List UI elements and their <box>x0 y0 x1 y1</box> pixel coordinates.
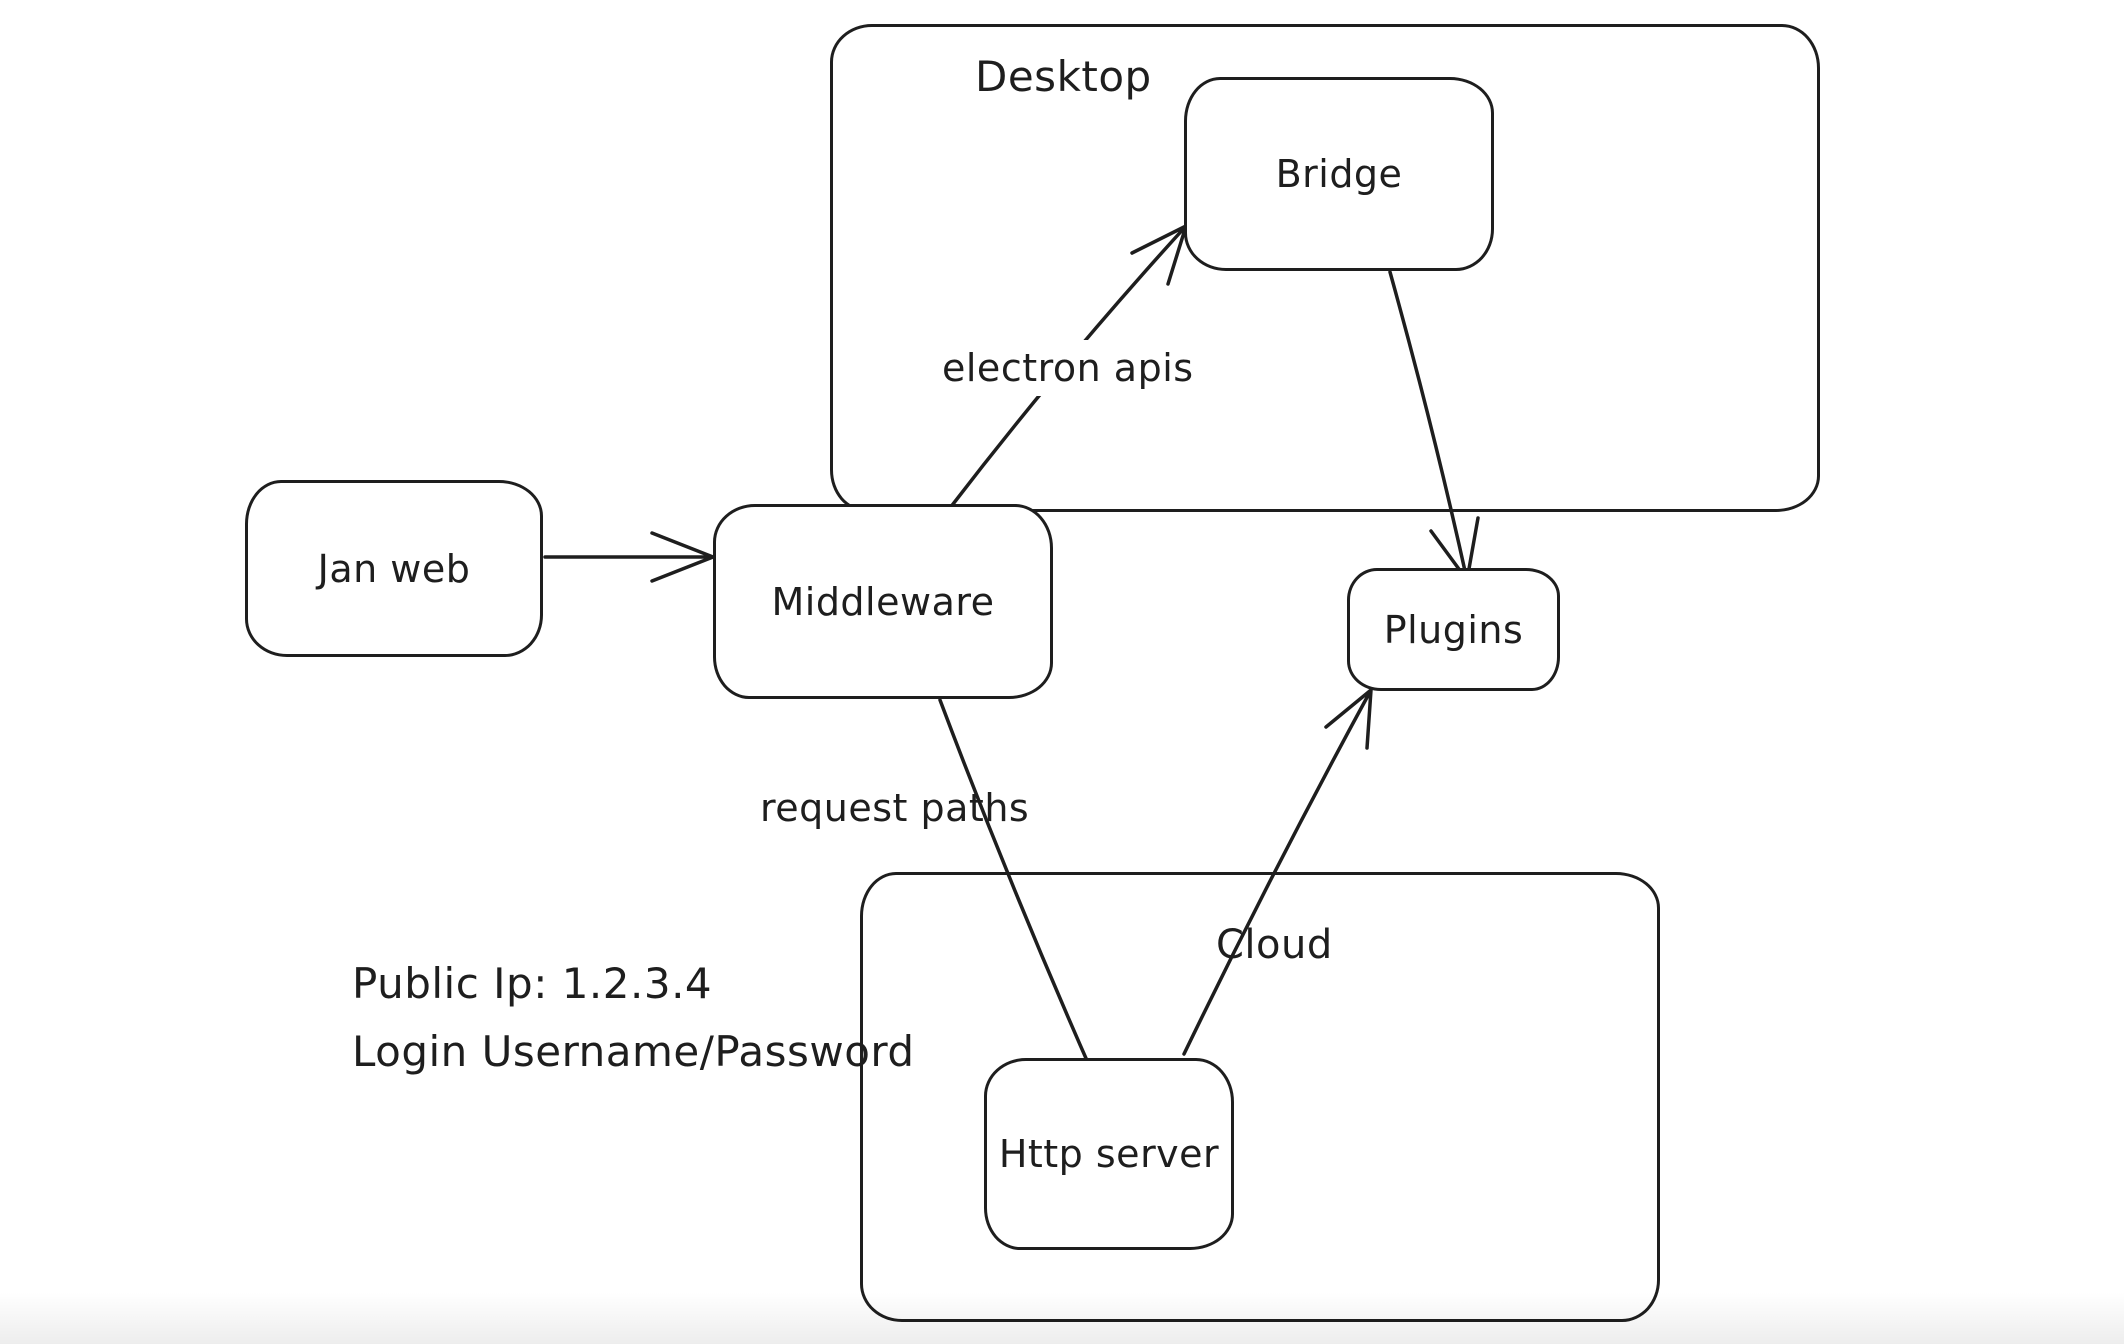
edge-middleware-to-httpserver[interactable] <box>938 698 1094 1074</box>
edge-janweb-to-middleware[interactable] <box>543 531 715 583</box>
http-server-node[interactable]: Http server <box>984 1058 1234 1250</box>
login-text: Login Username/Password <box>352 1027 915 1076</box>
edge-httpserver-to-plugins[interactable] <box>1182 688 1373 1056</box>
cloud-container[interactable] <box>860 872 1660 1322</box>
electron-apis-edge-label[interactable]: electron apis <box>928 340 1208 396</box>
plugins-label: Plugins <box>1383 607 1524 652</box>
public-ip-text: Public Ip: 1.2.3.4 <box>352 959 713 1008</box>
jan-web-label: Jan web <box>317 546 471 591</box>
plugins-node[interactable]: Plugins <box>1347 568 1560 691</box>
middleware-label: Middleware <box>771 579 995 624</box>
jan-web-node[interactable]: Jan web <box>245 480 543 657</box>
cloud-label[interactable]: Cloud <box>1216 922 1333 968</box>
desktop-container[interactable] <box>830 24 1820 512</box>
http-server-label: Http server <box>998 1132 1220 1176</box>
bridge-node[interactable]: Bridge <box>1184 77 1494 271</box>
bridge-label: Bridge <box>1275 152 1403 196</box>
desktop-label[interactable]: Desktop <box>975 52 1152 101</box>
cloud-annotation[interactable]: Public Ip: 1.2.3.4 Login Username/Passwo… <box>352 950 915 1086</box>
middleware-node[interactable]: Middleware <box>713 504 1053 699</box>
request-paths-edge-label[interactable]: request paths <box>760 786 1030 830</box>
